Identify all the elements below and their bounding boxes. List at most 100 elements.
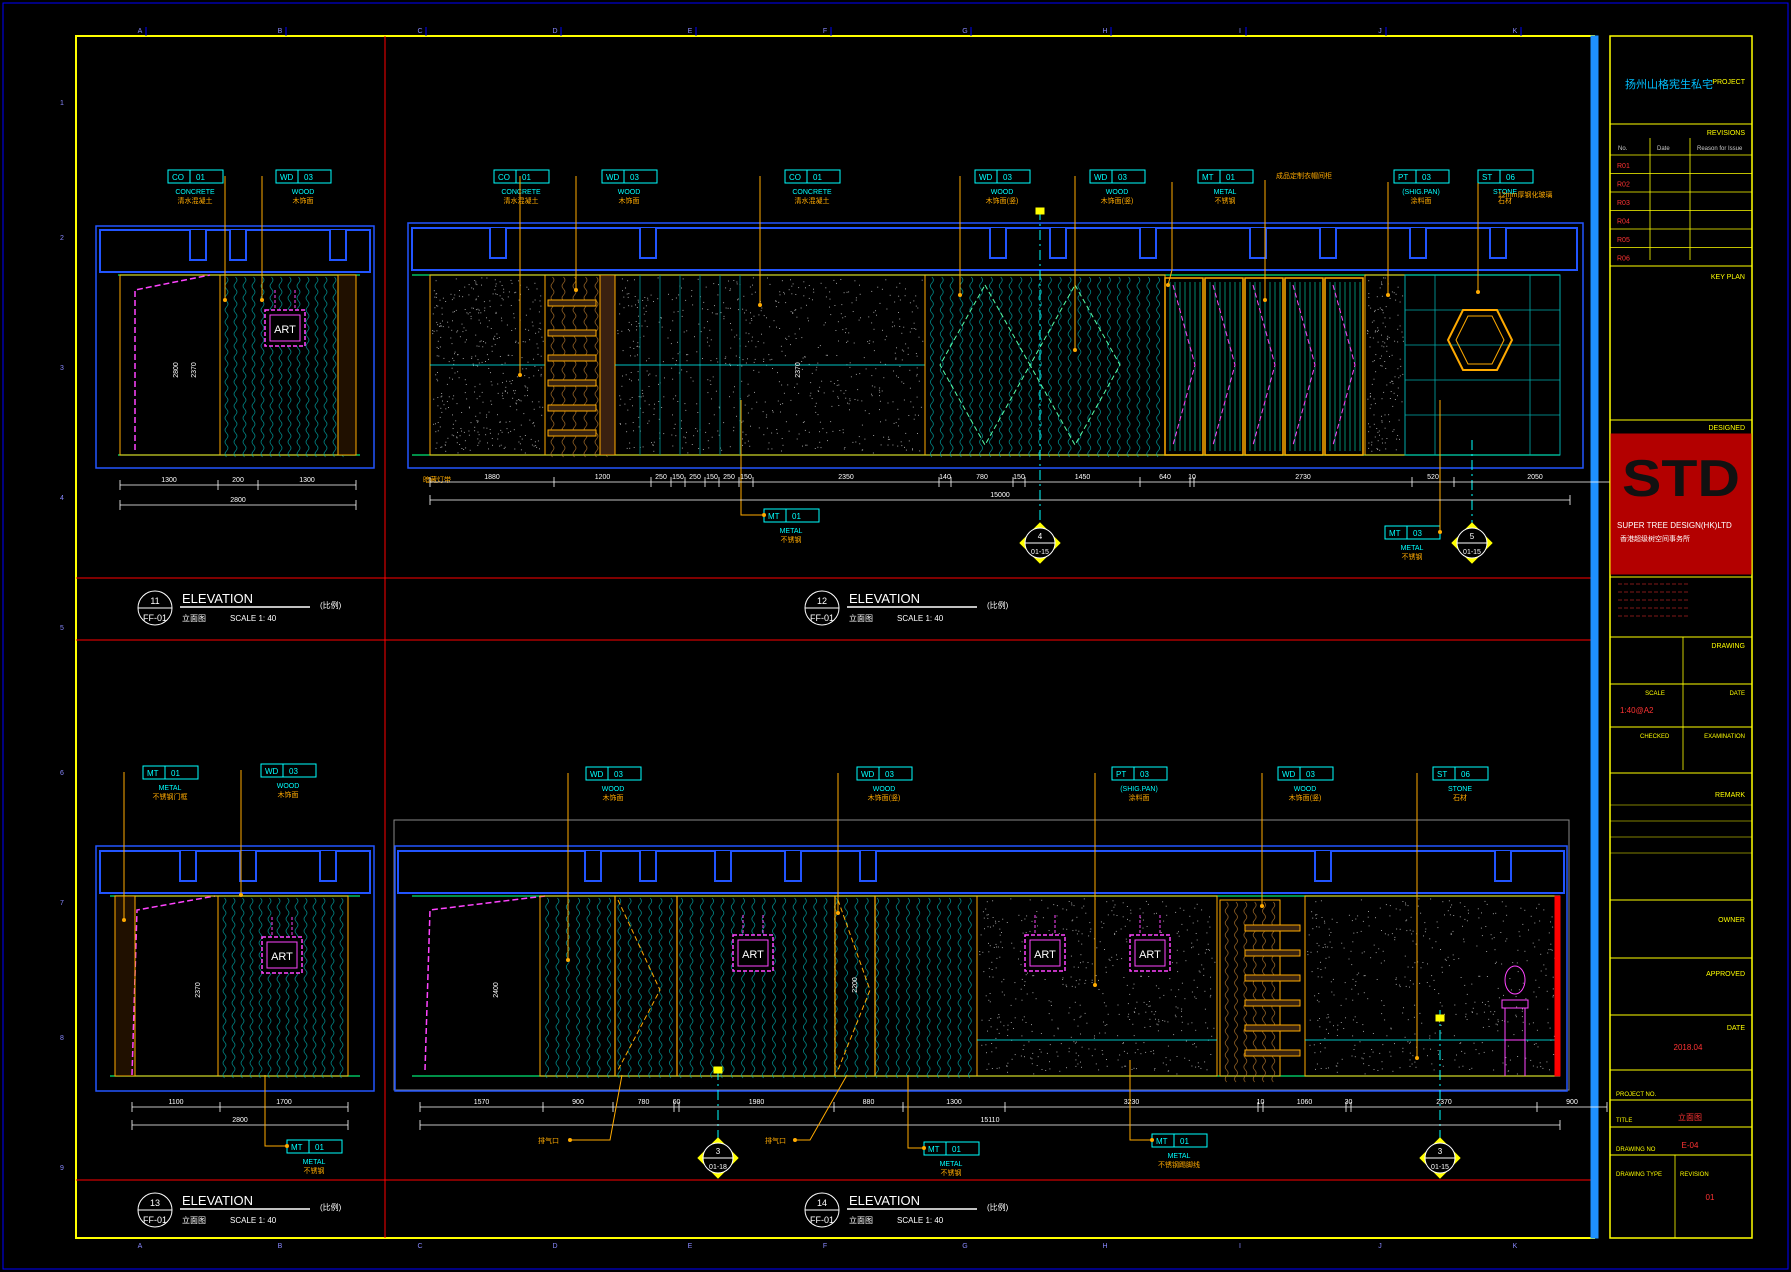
speck [1204,1008,1206,1010]
speck [849,400,851,402]
speck [1399,375,1401,377]
speck [533,375,535,377]
designed-label: DESIGNED [1708,425,1745,432]
speck [781,438,783,439]
speck [488,320,490,322]
speck [915,328,917,330]
speck [437,422,439,423]
speck [491,350,493,352]
art-label: ART [271,951,293,963]
speck [510,305,512,306]
speck [1520,907,1522,909]
leader-dot [1260,904,1264,908]
ceiling-notch [639,851,657,882]
grid-col-label-top: B [278,28,283,35]
speck [1071,902,1073,904]
speck [1158,1021,1160,1023]
speck [1307,954,1309,956]
speck [791,293,793,295]
grain-line [305,276,310,458]
speck [1381,398,1383,400]
material-name: WOOD [277,783,300,790]
speck [687,354,689,356]
company-en: SUPER TREE DESIGN(HK)LTD [1617,521,1732,530]
speck [1062,928,1064,930]
grain-line [231,897,236,1079]
elevation-note: (比例) [987,1202,1009,1212]
art-frame: ART [261,917,303,974]
speck [477,308,479,310]
speck [1132,1023,1134,1025]
speck [534,441,536,443]
speck [628,305,630,307]
speck [1320,969,1322,970]
speck [1075,1065,1077,1067]
speck [1023,1016,1025,1018]
speck [648,386,650,387]
speck [1401,401,1403,403]
speck [655,375,657,377]
speck [453,363,455,365]
speck [1319,1018,1320,1019]
date-label: DATE [1729,691,1745,697]
speck [808,285,810,286]
speck [464,379,466,381]
speck [458,295,460,297]
speck [526,286,528,288]
speck [1464,1052,1466,1054]
speck [736,281,738,283]
speck [512,397,514,399]
speck [1386,337,1388,339]
grain-line [782,897,787,1079]
material-cn-name: 不锈钢门框 [153,792,188,801]
speck [741,421,743,423]
speck [441,411,443,413]
speck [1151,934,1153,936]
speck [1007,1071,1008,1073]
speck [1335,1065,1337,1067]
speck [462,296,464,298]
speck [1078,983,1080,985]
speck [1449,914,1451,916]
speck [1195,1029,1197,1031]
speck [1116,954,1117,956]
speck [677,353,679,355]
concrete-texture [617,277,924,454]
speck [506,324,508,326]
speck [707,392,709,394]
speck [803,295,805,297]
speck [1458,958,1460,960]
grain-line [854,897,859,1079]
speck [1178,935,1180,937]
speck [1329,1021,1331,1023]
speck [435,280,437,282]
speck [1536,1029,1538,1031]
diamond-inlay [939,283,1031,447]
speck [775,300,776,302]
speck [1356,932,1358,934]
speck [909,331,911,333]
material-number: 03 [630,173,639,182]
speck [1145,1011,1147,1013]
speck [698,323,700,325]
speck [1107,1013,1109,1015]
speck [1136,1068,1137,1070]
speck [868,316,870,318]
speck [1430,898,1432,900]
speck [1395,983,1397,985]
elevation-scale: SCALE 1: 40 [897,1216,944,1225]
height-dim: 2400 [493,982,500,998]
speck [1062,983,1064,985]
speck [1368,305,1370,307]
speck [1494,1011,1496,1013]
speck [1488,1026,1490,1027]
speck [1412,966,1414,968]
speck [832,390,834,392]
speck [904,295,906,297]
speck [476,284,478,286]
speck [1409,1042,1410,1044]
speck [491,403,493,405]
speck [732,391,734,393]
speck [1201,909,1203,911]
speck [747,358,748,360]
